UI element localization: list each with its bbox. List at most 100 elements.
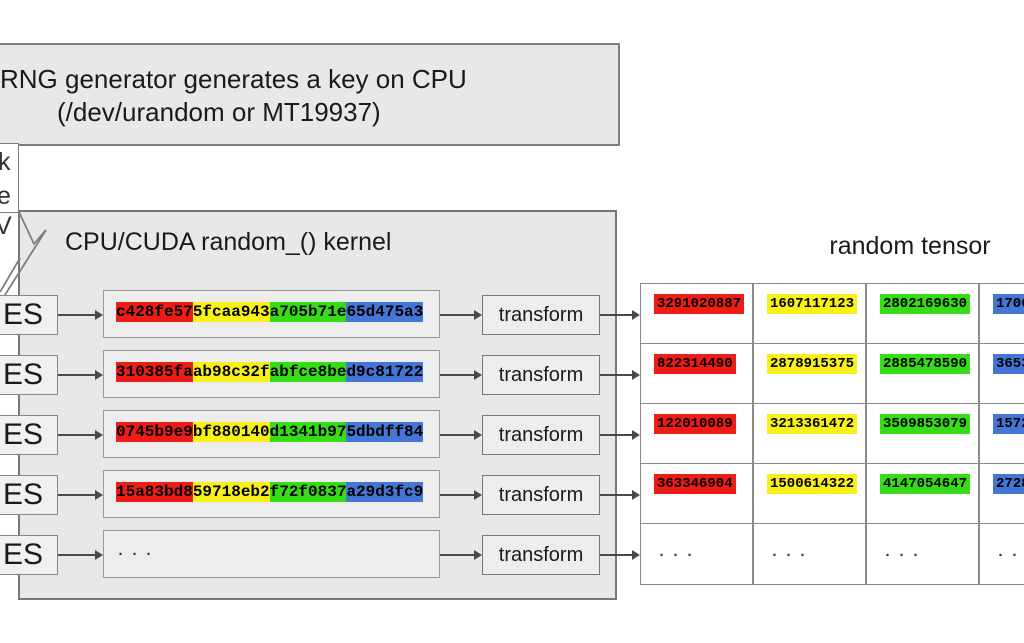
transform-label: transform (498, 483, 584, 506)
value-chip-red: 122010089 (654, 414, 736, 434)
aes-box: ES (0, 415, 58, 455)
aes-box: ES (0, 295, 58, 335)
value-chip-red: 363346904 (654, 474, 736, 494)
ellipsis: ... (770, 544, 813, 561)
key-callout-box (0, 143, 19, 213)
hex-segment-red: 0745b9e9 (116, 422, 193, 442)
aes-box: ES (0, 355, 58, 395)
transform-label: transform (498, 423, 584, 446)
tensor-cell: 3509853079 (866, 403, 979, 465)
flow-arrow-head (474, 430, 482, 440)
tensor-title: random tensor (829, 232, 991, 260)
value-chip-green: 4147054647 (880, 474, 971, 494)
rng-box-line2: (/dev/urandom or MT19937) (57, 97, 381, 127)
tensor-cell: 2878915375 (753, 343, 866, 405)
flow-arrow-head (474, 550, 482, 560)
tensor-cell: 3653 (979, 343, 1024, 405)
flow-arrow-line (58, 494, 96, 496)
hex-string: 0745b9e9bf880140d1341b975dbdff84 (116, 422, 424, 442)
tensor-cell: 1572 (979, 403, 1024, 465)
flow-arrow-line (600, 494, 633, 496)
flow-arrow-line (600, 554, 633, 556)
transform-label: transform (498, 543, 584, 566)
value-chip-green: 2885478590 (880, 354, 971, 374)
ellipsis: ... (116, 543, 159, 560)
rng-generator-box: RNG generator generates a key on CPU (/d… (0, 43, 620, 146)
aes-label: ES (3, 538, 44, 571)
hex-segment-green: f72f0837 (269, 482, 347, 502)
callout-fragment-3: V (0, 212, 12, 240)
flow-arrow-head (95, 310, 103, 320)
value-chip-blue: 1706 (993, 294, 1024, 314)
hex-segment-green: d1341b97 (269, 422, 347, 442)
flow-arrow-head (632, 430, 640, 440)
flow-arrow-head (95, 550, 103, 560)
aes-label: ES (3, 478, 44, 511)
aes-label: ES (3, 358, 44, 391)
tensor-cell: ... (979, 523, 1024, 585)
tensor-cell: 363346904 (640, 463, 753, 525)
transform-box: transform (482, 475, 600, 515)
flow-arrow-line (440, 434, 475, 436)
hex-segment-blue: 5dbdff84 (346, 422, 424, 442)
hex-segment-green: abfce8be (269, 362, 347, 382)
flow-arrow-head (474, 310, 482, 320)
flow-arrow-line (58, 314, 96, 316)
flow-arrow-line (440, 314, 475, 316)
flow-arrow-line (600, 314, 633, 316)
flow-arrow-line (440, 374, 475, 376)
flow-arrow-line (440, 554, 475, 556)
transform-box: transform (482, 295, 600, 335)
tensor-cell: 1706 (979, 283, 1024, 345)
hex-segment-yellow: 5fcaa943 (192, 302, 270, 322)
flow-arrow-line (58, 434, 96, 436)
value-chip-green: 3509853079 (880, 414, 971, 434)
hex-segment-red: 310385fa (116, 362, 193, 382)
ellipsis: ... (883, 544, 926, 561)
flow-arrow-line (600, 374, 633, 376)
flow-arrow-head (632, 370, 640, 380)
value-chip-yellow: 2878915375 (767, 354, 858, 374)
tensor-cell: 822314490 (640, 343, 753, 405)
flow-arrow-line (600, 434, 633, 436)
flow-arrow-line (440, 494, 475, 496)
flow-arrow-head (95, 430, 103, 440)
ellipsis: ... (996, 544, 1024, 561)
tensor-cell: 1607117123 (753, 283, 866, 345)
hex-block: 15a83bd859718eb2f72f0837a29d3fc9 (103, 470, 440, 518)
hex-string: c428fe575fcaa943a705b71e65d475a3 (116, 302, 424, 322)
tensor-cell: 2802169630 (866, 283, 979, 345)
hex-block: 310385faab98c32fabfce8bed9c81722 (103, 350, 440, 398)
hex-string: 15a83bd859718eb2f72f0837a29d3fc9 (116, 482, 424, 502)
transform-box: transform (482, 355, 600, 395)
flow-arrow-head (632, 550, 640, 560)
tensor-table: 3291020887160711712328021696301706822314… (640, 283, 1024, 585)
kernel-title: CPU/CUDA random_() kernel (65, 228, 392, 256)
flow-arrow-line (58, 554, 96, 556)
hex-segment-yellow: ab98c32f (192, 362, 270, 382)
tensor-cell: ... (753, 523, 866, 585)
value-chip-red: 822314490 (654, 354, 736, 374)
hex-block: ... (103, 530, 440, 578)
aes-label: ES (3, 418, 44, 451)
aes-box: ES (0, 475, 58, 515)
hex-segment-red: 15a83bd8 (116, 482, 193, 502)
hex-segment-red: c428fe57 (116, 302, 193, 322)
value-chip-yellow: 3213361472 (767, 414, 858, 434)
tensor-cell: 122010089 (640, 403, 753, 465)
tensor-cell: ... (640, 523, 753, 585)
hex-string: 310385faab98c32fabfce8bed9c81722 (116, 362, 424, 382)
flow-arrow-head (632, 310, 640, 320)
aes-box: ES (0, 535, 58, 575)
hex-segment-blue: 65d475a3 (346, 302, 424, 322)
flow-arrow-line (58, 374, 96, 376)
callout-fragment-1: k (0, 148, 11, 176)
hex-segment-yellow: bf880140 (192, 422, 270, 442)
hex-segment-green: a705b71e (269, 302, 347, 322)
flow-arrow-head (632, 490, 640, 500)
aes-label: ES (3, 298, 44, 331)
tensor-cell: ... (866, 523, 979, 585)
tensor-cell: 3213361472 (753, 403, 866, 465)
flow-arrow-head (95, 370, 103, 380)
